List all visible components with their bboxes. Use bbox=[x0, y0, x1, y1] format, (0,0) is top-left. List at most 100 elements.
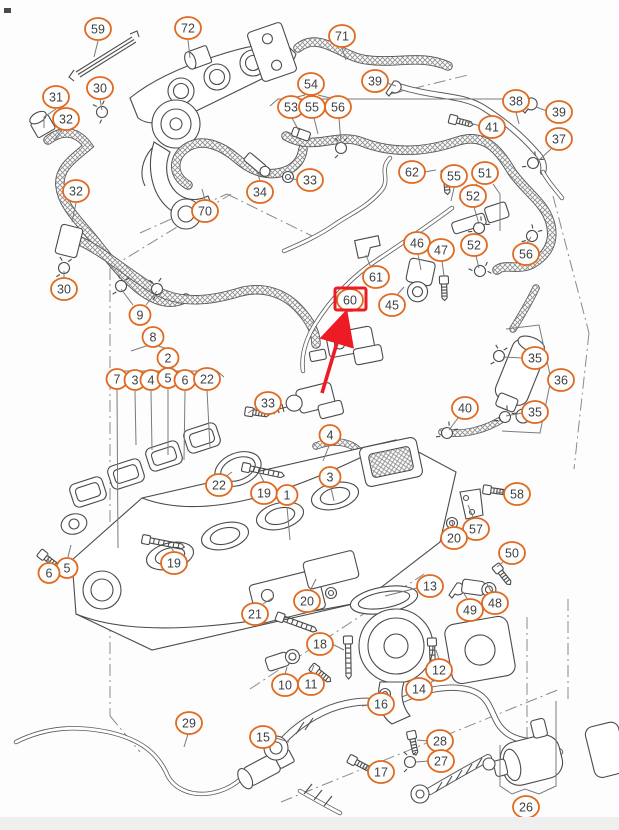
svg-text:33: 33 bbox=[261, 396, 275, 410]
svg-text:62: 62 bbox=[405, 165, 419, 179]
callout-14[interactable]: 14 bbox=[405, 677, 433, 701]
svg-text:5: 5 bbox=[64, 561, 71, 575]
callout-22[interactable]: 22 bbox=[193, 367, 221, 391]
callout-2[interactable]: 2 bbox=[156, 347, 180, 369]
callout-56[interactable]: 56 bbox=[324, 95, 352, 119]
callout-56[interactable]: 56 bbox=[512, 242, 540, 266]
sensor-46-drawing bbox=[405, 201, 510, 303]
highlighted-callout-60[interactable] bbox=[319, 286, 368, 394]
callout-46[interactable]: 46 bbox=[403, 231, 431, 255]
callout-12[interactable]: 12 bbox=[425, 658, 453, 682]
callout-55[interactable]: 55 bbox=[298, 95, 326, 119]
callout-57[interactable]: 57 bbox=[462, 517, 490, 541]
svg-text:60: 60 bbox=[343, 293, 357, 307]
callout-1[interactable]: 1 bbox=[275, 484, 299, 506]
svg-text:26: 26 bbox=[519, 800, 533, 814]
svg-text:3: 3 bbox=[327, 470, 334, 484]
callout-52[interactable]: 52 bbox=[459, 184, 487, 208]
callout-19[interactable]: 19 bbox=[250, 481, 278, 505]
callout-60[interactable]: 60 bbox=[336, 288, 364, 312]
callout-8[interactable]: 8 bbox=[141, 326, 165, 348]
callout-15[interactable]: 15 bbox=[249, 725, 277, 749]
callout-72[interactable]: 72 bbox=[174, 16, 202, 40]
callout-20[interactable]: 20 bbox=[440, 526, 468, 550]
svg-text:49: 49 bbox=[463, 603, 477, 617]
callout-9[interactable]: 9 bbox=[128, 304, 152, 326]
callout-4[interactable]: 4 bbox=[318, 424, 342, 446]
svg-text:55: 55 bbox=[447, 169, 461, 183]
callout-32[interactable]: 32 bbox=[52, 107, 80, 131]
callout-58[interactable]: 58 bbox=[503, 482, 531, 506]
callout-20[interactable]: 20 bbox=[293, 589, 321, 613]
callout-22[interactable]: 22 bbox=[205, 473, 233, 497]
callout-30[interactable]: 30 bbox=[86, 76, 114, 100]
callout-49[interactable]: 49 bbox=[456, 598, 484, 622]
callout-52[interactable]: 52 bbox=[460, 233, 488, 257]
svg-text:71: 71 bbox=[335, 29, 349, 43]
callout-71[interactable]: 71 bbox=[328, 24, 356, 48]
exhaust-manifold-drawing bbox=[129, 22, 297, 230]
callout-31[interactable]: 31 bbox=[42, 85, 70, 109]
callout-39[interactable]: 39 bbox=[545, 100, 573, 124]
callout-19[interactable]: 19 bbox=[160, 551, 188, 575]
callout-28[interactable]: 28 bbox=[426, 729, 454, 753]
callout-10[interactable]: 10 bbox=[271, 673, 299, 697]
callout-45[interactable]: 45 bbox=[378, 293, 406, 317]
svg-text:13: 13 bbox=[423, 579, 437, 593]
callout-38[interactable]: 38 bbox=[502, 89, 530, 113]
callout-3[interactable]: 3 bbox=[318, 466, 342, 488]
svg-text:15: 15 bbox=[256, 730, 270, 744]
callout-35[interactable]: 35 bbox=[521, 400, 549, 424]
callout-62[interactable]: 62 bbox=[398, 160, 426, 184]
svg-text:48: 48 bbox=[488, 596, 502, 610]
svg-text:16: 16 bbox=[374, 697, 388, 711]
callout-33[interactable]: 33 bbox=[296, 168, 324, 192]
callout-48[interactable]: 48 bbox=[481, 591, 509, 615]
fittings-drawing bbox=[29, 110, 484, 520]
svg-text:39: 39 bbox=[368, 74, 382, 88]
svg-text:4: 4 bbox=[148, 373, 155, 387]
callout-16[interactable]: 16 bbox=[367, 692, 395, 716]
svg-text:29: 29 bbox=[182, 716, 196, 730]
svg-text:50: 50 bbox=[505, 546, 519, 560]
svg-text:10: 10 bbox=[278, 678, 292, 692]
callout-50[interactable]: 50 bbox=[498, 541, 526, 565]
callout-6[interactable]: 6 bbox=[173, 369, 197, 391]
callout-36[interactable]: 36 bbox=[547, 368, 575, 392]
callout-18[interactable]: 18 bbox=[306, 632, 334, 656]
callout-47[interactable]: 47 bbox=[427, 238, 455, 262]
callout-29[interactable]: 29 bbox=[175, 711, 203, 735]
callout-34[interactable]: 34 bbox=[246, 180, 274, 204]
callout-21[interactable]: 21 bbox=[241, 602, 269, 626]
page-bottom-margin bbox=[0, 817, 619, 830]
callout-39[interactable]: 39 bbox=[361, 69, 389, 93]
svg-text:6: 6 bbox=[182, 373, 189, 387]
svg-text:51: 51 bbox=[478, 166, 492, 180]
callout-33[interactable]: 33 bbox=[254, 391, 282, 415]
callout-13[interactable]: 13 bbox=[416, 574, 444, 598]
svg-text:18: 18 bbox=[313, 637, 327, 651]
callout-41[interactable]: 41 bbox=[478, 115, 506, 139]
callout-27[interactable]: 27 bbox=[427, 749, 455, 773]
callout-59[interactable]: 59 bbox=[84, 17, 112, 41]
svg-text:40: 40 bbox=[458, 401, 472, 415]
callout-51[interactable]: 51 bbox=[471, 161, 499, 185]
callout-61[interactable]: 61 bbox=[362, 265, 390, 289]
callout-35[interactable]: 35 bbox=[521, 346, 549, 370]
callout-54[interactable]: 54 bbox=[297, 72, 325, 96]
callout-30[interactable]: 30 bbox=[50, 277, 78, 301]
callout-37[interactable]: 37 bbox=[545, 127, 573, 151]
callout-55[interactable]: 55 bbox=[440, 164, 468, 188]
callout-17[interactable]: 17 bbox=[367, 760, 395, 784]
callout-40[interactable]: 40 bbox=[451, 396, 479, 420]
callout-26[interactable]: 26 bbox=[512, 795, 540, 819]
panel-boundary-lines bbox=[109, 74, 590, 803]
callout-32[interactable]: 32 bbox=[62, 179, 90, 203]
svg-text:6: 6 bbox=[46, 566, 53, 580]
callout-6[interactable]: 6 bbox=[37, 562, 61, 584]
callout-11[interactable]: 11 bbox=[297, 672, 325, 696]
svg-text:59: 59 bbox=[91, 22, 105, 36]
callout-70[interactable]: 70 bbox=[191, 199, 219, 223]
